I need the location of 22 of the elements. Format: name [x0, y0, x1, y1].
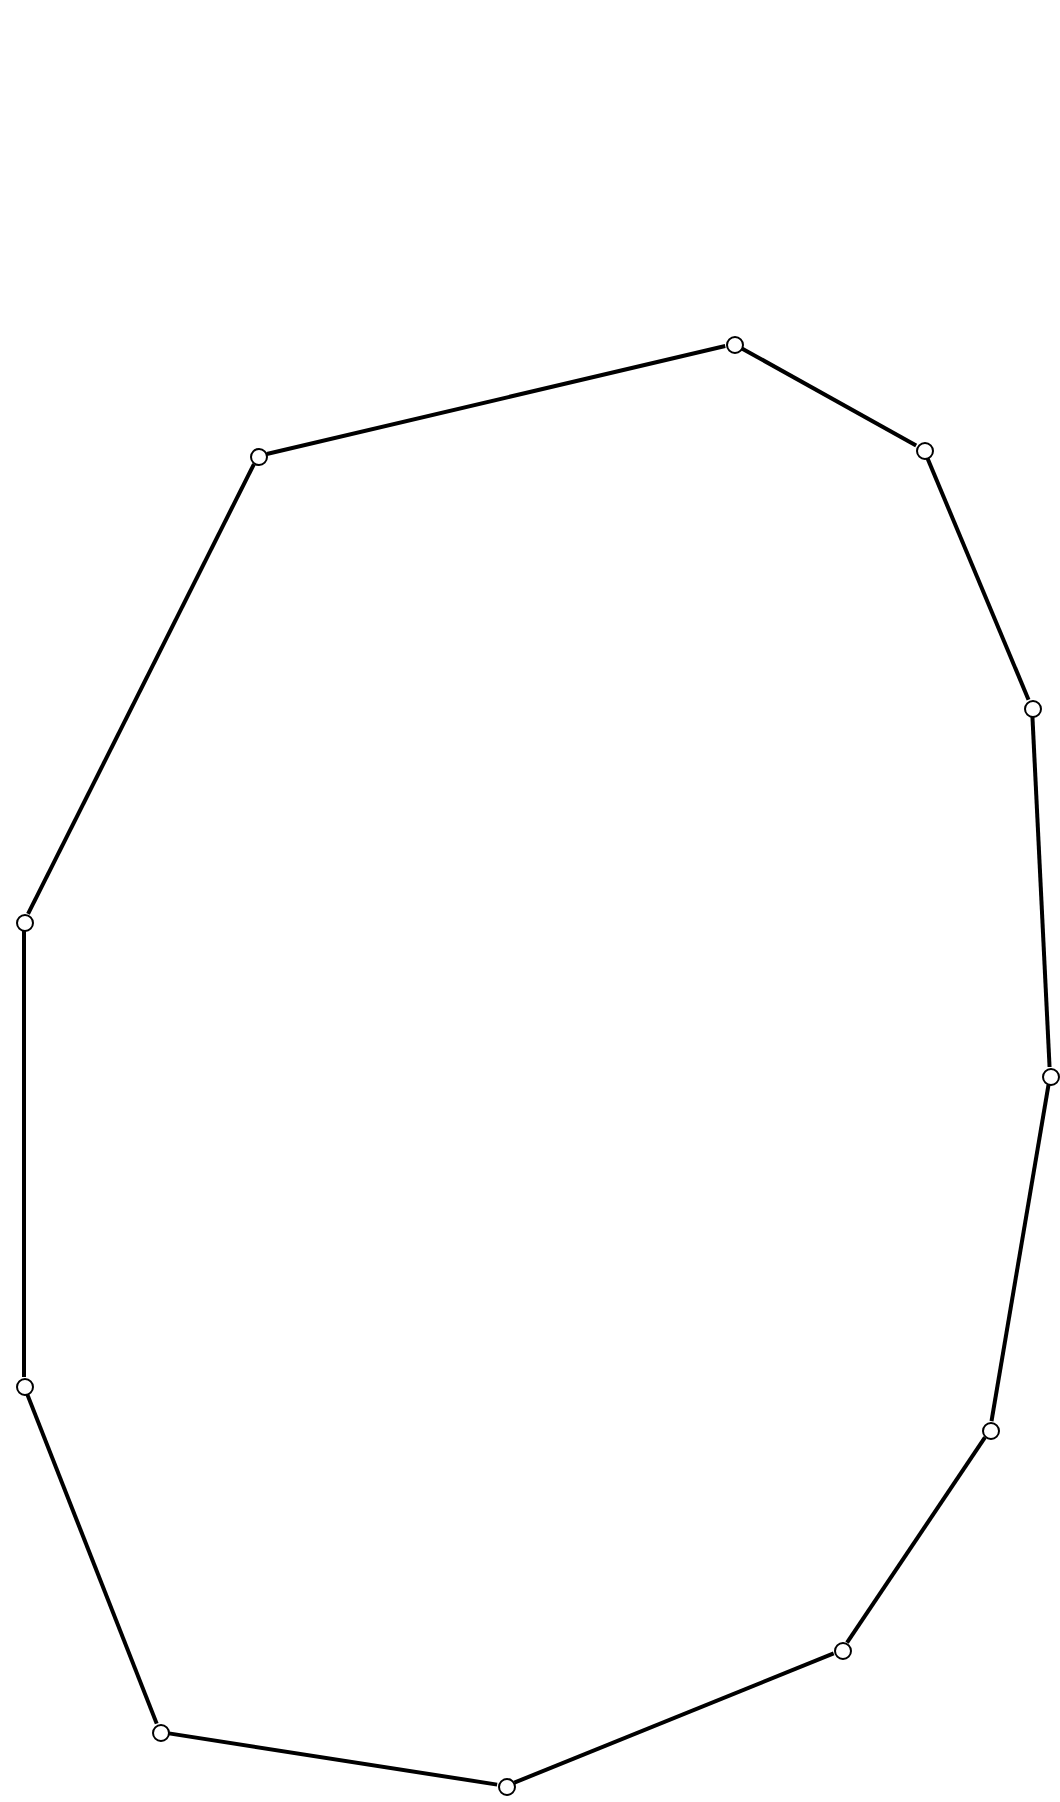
vertex-circle: [249, 447, 267, 465]
vertex-circle: [497, 1777, 515, 1795]
polygon-edge-line: [845, 1436, 987, 1644]
polygon-edge-line: [989, 1084, 1051, 1422]
vertex-circle: [151, 1723, 169, 1741]
vertex-circle: [15, 1377, 33, 1395]
vertex-circle: [1041, 1067, 1059, 1085]
vertex-circle: [833, 1641, 851, 1659]
polygon-edge-line: [26, 463, 256, 915]
polygon-edge-line: [1030, 716, 1052, 1068]
polygon-edge-line: [22, 931, 26, 1377]
vertex-circle: [915, 441, 933, 459]
polygon-edge-line: [168, 1731, 498, 1787]
polygon-edge-line: [513, 1651, 835, 1785]
polygon-edge-line: [740, 346, 918, 448]
vertex-circle: [15, 913, 33, 931]
polygon-edge-line: [925, 457, 1031, 701]
polygon-edge-line: [266, 344, 726, 456]
vertex-circle: [981, 1421, 999, 1439]
vertex-circle: [725, 335, 743, 353]
vertex-circle: [1023, 699, 1041, 717]
polygon-edge-line: [25, 1393, 159, 1725]
